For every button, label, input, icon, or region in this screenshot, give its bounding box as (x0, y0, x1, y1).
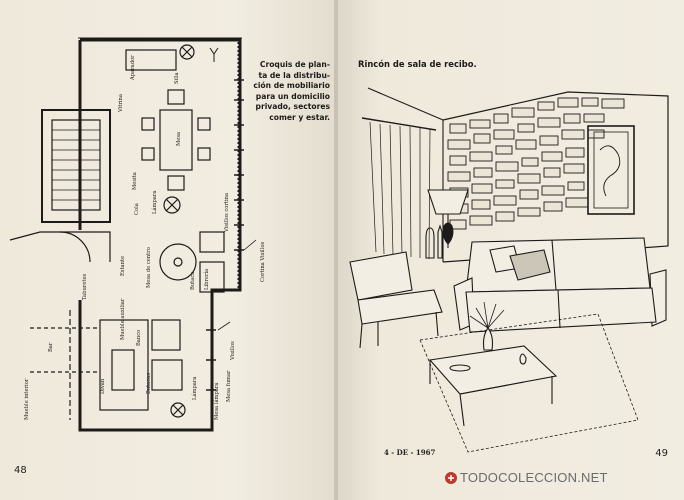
left-page: Aparador Vitrina Silla Mesa Mesita Cola … (0, 0, 336, 500)
plan-label-taburetes: Taburetes (82, 273, 88, 300)
caption-line: ta de la distribu- (258, 70, 330, 80)
plan-label-mesa-de-centro: Mesa de centro (146, 247, 152, 288)
watermark-text: TODOCOLECCION.NET (460, 470, 608, 485)
plan-label-mesa-lampara: Mesa lámpara (213, 383, 220, 420)
caption-line: para un domicilio (255, 91, 330, 101)
plan-label-aparador: Aparador (130, 55, 136, 81)
plan-label-visillos-cortina: Visillos cortina (224, 193, 230, 233)
page-number-right: 49 (655, 448, 668, 459)
caption-line: comer y estar. (269, 112, 330, 122)
plan-label-mueble-interior: Mueble interior (24, 378, 30, 420)
floor-plan-drawing: Aparador Vitrina Silla Mesa Mesita Cola … (9, 37, 266, 432)
plan-label-estante: Estante (120, 256, 126, 276)
plan-label-lampara-pie: Lámpara (191, 377, 198, 400)
plan-label-divan: Diván (99, 378, 106, 394)
plan-caption: Croquis de plan- ta de la distribu- ción… (252, 60, 330, 124)
illustration-title: Rincón de sala de recibo. (358, 59, 477, 69)
plan-label-mesita: Mesita (132, 172, 138, 190)
living-room-illustration (349, 87, 669, 453)
plan-label-libreria: Librería (203, 269, 210, 290)
plan-label-cortina-visillos: Cortina Visillos (260, 242, 266, 282)
plan-label-mesa: Mesa (176, 132, 182, 146)
plan-label-mueble-bar: Mueble auxiliar (120, 298, 126, 340)
plan-label-bar: Bar (48, 342, 54, 352)
right-page: Rincón de sala de recibo. (338, 0, 684, 500)
watermark-logo-icon (445, 472, 457, 484)
book-gutter (334, 0, 340, 500)
plan-label-silla: Silla (174, 72, 180, 84)
plan-label-butacas: Butacas (146, 373, 152, 394)
caption-line: ción de mobiliario (253, 81, 330, 91)
plan-label-vitrina: Vitrina (118, 94, 124, 113)
plan-label-banco: Banco (136, 330, 142, 346)
plan-label-visillos: Visillos (230, 341, 236, 361)
page-number-left: 48 (14, 465, 27, 476)
plan-label-mesa-fumar: Mesa fumar (226, 370, 232, 402)
caption-line: privado, sectores (255, 102, 330, 112)
plan-label-cola: Cola (134, 203, 140, 215)
plan-label-lampara: Lámpara (151, 191, 158, 214)
caption-line: Croquis de plan- (259, 60, 330, 69)
plan-label-butaca: Butaca (190, 272, 196, 290)
print-date-mark: 4 - DE - 1967 (384, 448, 436, 457)
